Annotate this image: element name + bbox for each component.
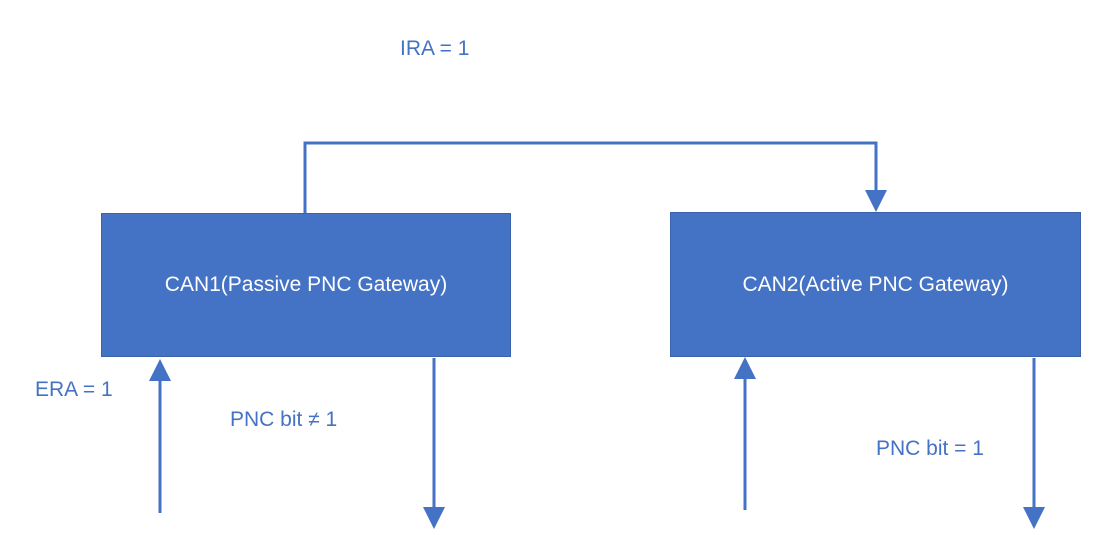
can2-label: CAN2(Active PNC Gateway) bbox=[742, 272, 1009, 296]
can1-label: CAN1(Passive PNC Gateway) bbox=[164, 273, 448, 296]
can2-box: CAN2(Active PNC Gateway) bbox=[670, 212, 1081, 357]
can1-output-arrowhead bbox=[423, 507, 445, 529]
pnc-equal-label: PNC bit = 1 bbox=[876, 437, 984, 460]
era-label: ERA = 1 bbox=[35, 378, 113, 401]
ira-arrowhead bbox=[865, 190, 887, 212]
can1-box: CAN1(Passive PNC Gateway) bbox=[101, 213, 511, 357]
can2-output-arrowhead bbox=[1023, 507, 1045, 529]
era-input-arrowhead bbox=[149, 359, 171, 381]
ira-connector-line bbox=[303, 141, 878, 213]
ira-label: IRA = 1 bbox=[400, 37, 470, 60]
can2-input-arrowhead bbox=[734, 357, 756, 379]
pnc-not-equal-label: PNC bit ≠ 1 bbox=[230, 408, 338, 431]
